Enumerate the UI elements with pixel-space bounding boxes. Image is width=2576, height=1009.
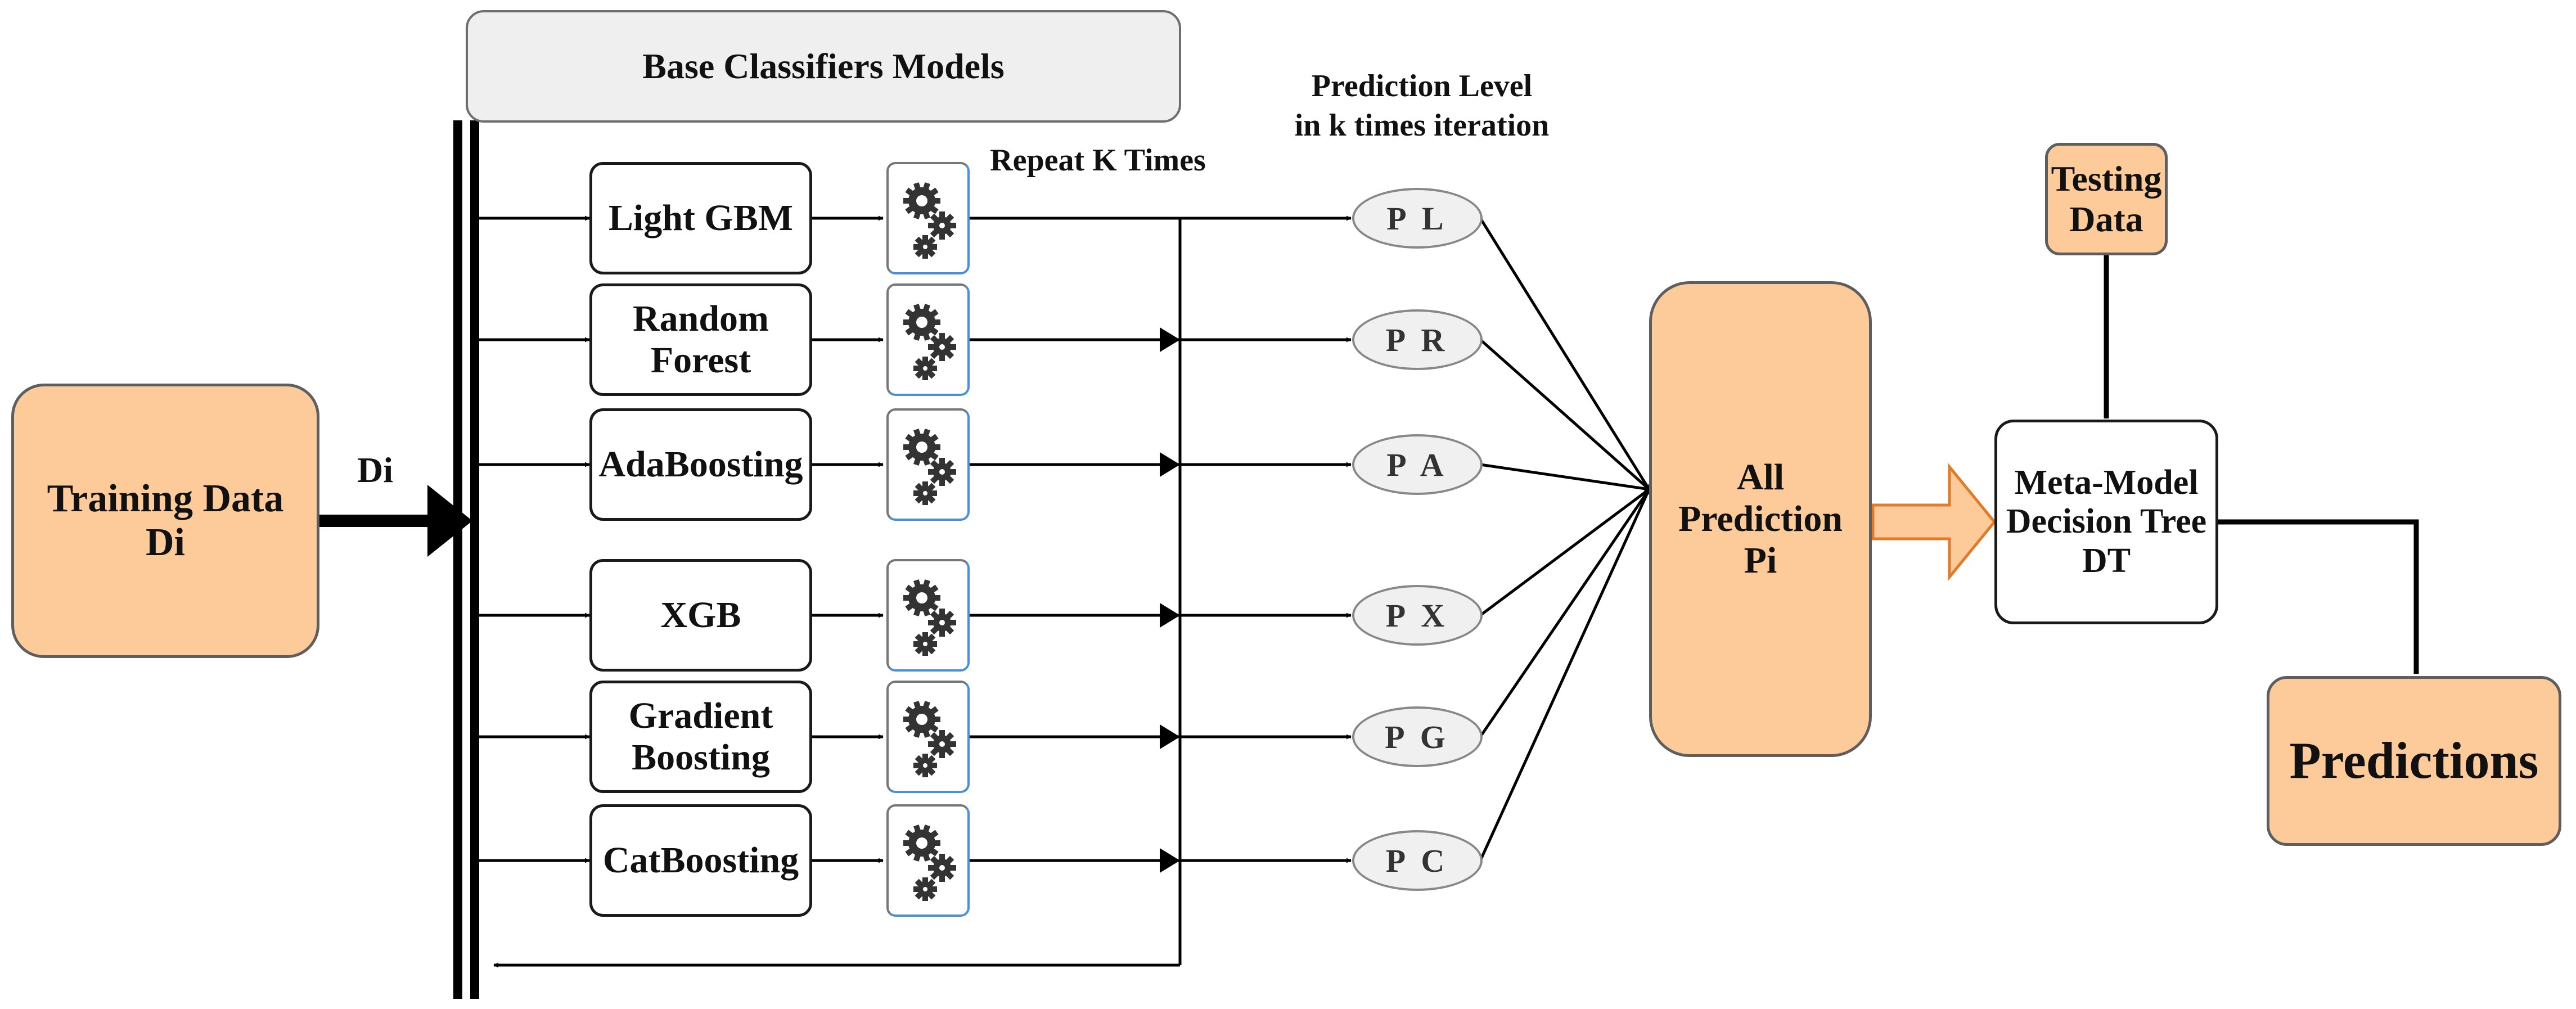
loop-junction-arrowhead bbox=[1160, 724, 1180, 749]
prediction-level-node: P A bbox=[1352, 434, 1483, 495]
model-label: CatBoosting bbox=[602, 840, 799, 881]
output-to-all-prediction-arrow bbox=[1480, 463, 1650, 492]
output-to-all-prediction-arrow bbox=[1479, 217, 1651, 490]
prediction-level-node: P X bbox=[1352, 585, 1483, 646]
predictions-label: Predictions bbox=[2289, 732, 2539, 790]
model-label: Random Forest bbox=[632, 298, 769, 381]
repeat-k-times-label: Repeat K Times bbox=[990, 143, 1206, 178]
gears-icon bbox=[886, 283, 970, 396]
model-box-3: AdaBoosting bbox=[589, 408, 812, 521]
training-arrowhead bbox=[427, 485, 472, 557]
training-data-label: Training Data Di bbox=[47, 476, 284, 564]
model-label: Light GBM bbox=[608, 197, 794, 239]
prediction-level-node: P G bbox=[1352, 706, 1483, 767]
gears-icon bbox=[886, 559, 970, 672]
gears-icon bbox=[886, 804, 970, 917]
output-to-all-prediction-arrow bbox=[1479, 488, 1650, 617]
all-prediction-box: All Prediction Pi bbox=[1649, 281, 1872, 757]
prediction-level-node: P L bbox=[1352, 188, 1483, 249]
output-to-all-prediction-arrow bbox=[1479, 488, 1651, 862]
mid-arrowhead-group bbox=[1160, 327, 1180, 873]
loop-junction-arrowhead bbox=[1160, 452, 1180, 477]
loop-junction-arrowhead bbox=[1160, 327, 1180, 352]
model-box-1: Light GBM bbox=[589, 162, 812, 274]
meta-model-box: Meta-Model Decision Tree DT bbox=[1994, 420, 2218, 624]
meta-to-predictions-arrow bbox=[2218, 519, 2419, 674]
model-label: Gradient Boosting bbox=[628, 695, 773, 778]
model-box-6: CatBoosting bbox=[589, 804, 812, 917]
testing-data-label: Testing Data bbox=[2051, 159, 2162, 239]
output-to-all-prediction-arrow bbox=[1479, 488, 1651, 738]
model-box-5: Gradient Boosting bbox=[589, 681, 812, 793]
block-arrow-to-meta bbox=[1871, 462, 1997, 582]
predictions-box: Predictions bbox=[2267, 676, 2561, 846]
gears-icon bbox=[886, 681, 970, 793]
model-box-2: Random Forest bbox=[589, 283, 812, 396]
header-title: Base Classifiers Models bbox=[642, 46, 1005, 87]
loop-junction-arrowhead bbox=[1160, 848, 1180, 873]
meta-model-label: Meta-Model Decision Tree DT bbox=[2006, 463, 2207, 580]
prediction-level-label: Prediction Level in k times iteration bbox=[1294, 69, 1550, 143]
testing-data-box: Testing Data bbox=[2045, 143, 2168, 255]
gears-icon bbox=[886, 162, 970, 274]
di-arrow-label: Di bbox=[357, 450, 393, 490]
bus-bar-right bbox=[470, 120, 479, 999]
gears-icon bbox=[886, 408, 970, 521]
bus-bar-left bbox=[453, 120, 462, 999]
output-to-all-prediction-arrow bbox=[1479, 339, 1650, 490]
all-prediction-label: All Prediction Pi bbox=[1678, 457, 1843, 581]
prediction-level-node: P R bbox=[1352, 309, 1483, 370]
model-label: XGB bbox=[660, 594, 741, 636]
training-data-box: Training Data Di bbox=[11, 384, 319, 658]
base-classifiers-header: Base Classifiers Models bbox=[466, 10, 1181, 123]
model-box-4: XGB bbox=[589, 559, 812, 672]
prediction-level-node: P C bbox=[1352, 830, 1483, 891]
model-label: AdaBoosting bbox=[598, 444, 803, 485]
loop-junction-arrowhead bbox=[1160, 603, 1180, 628]
